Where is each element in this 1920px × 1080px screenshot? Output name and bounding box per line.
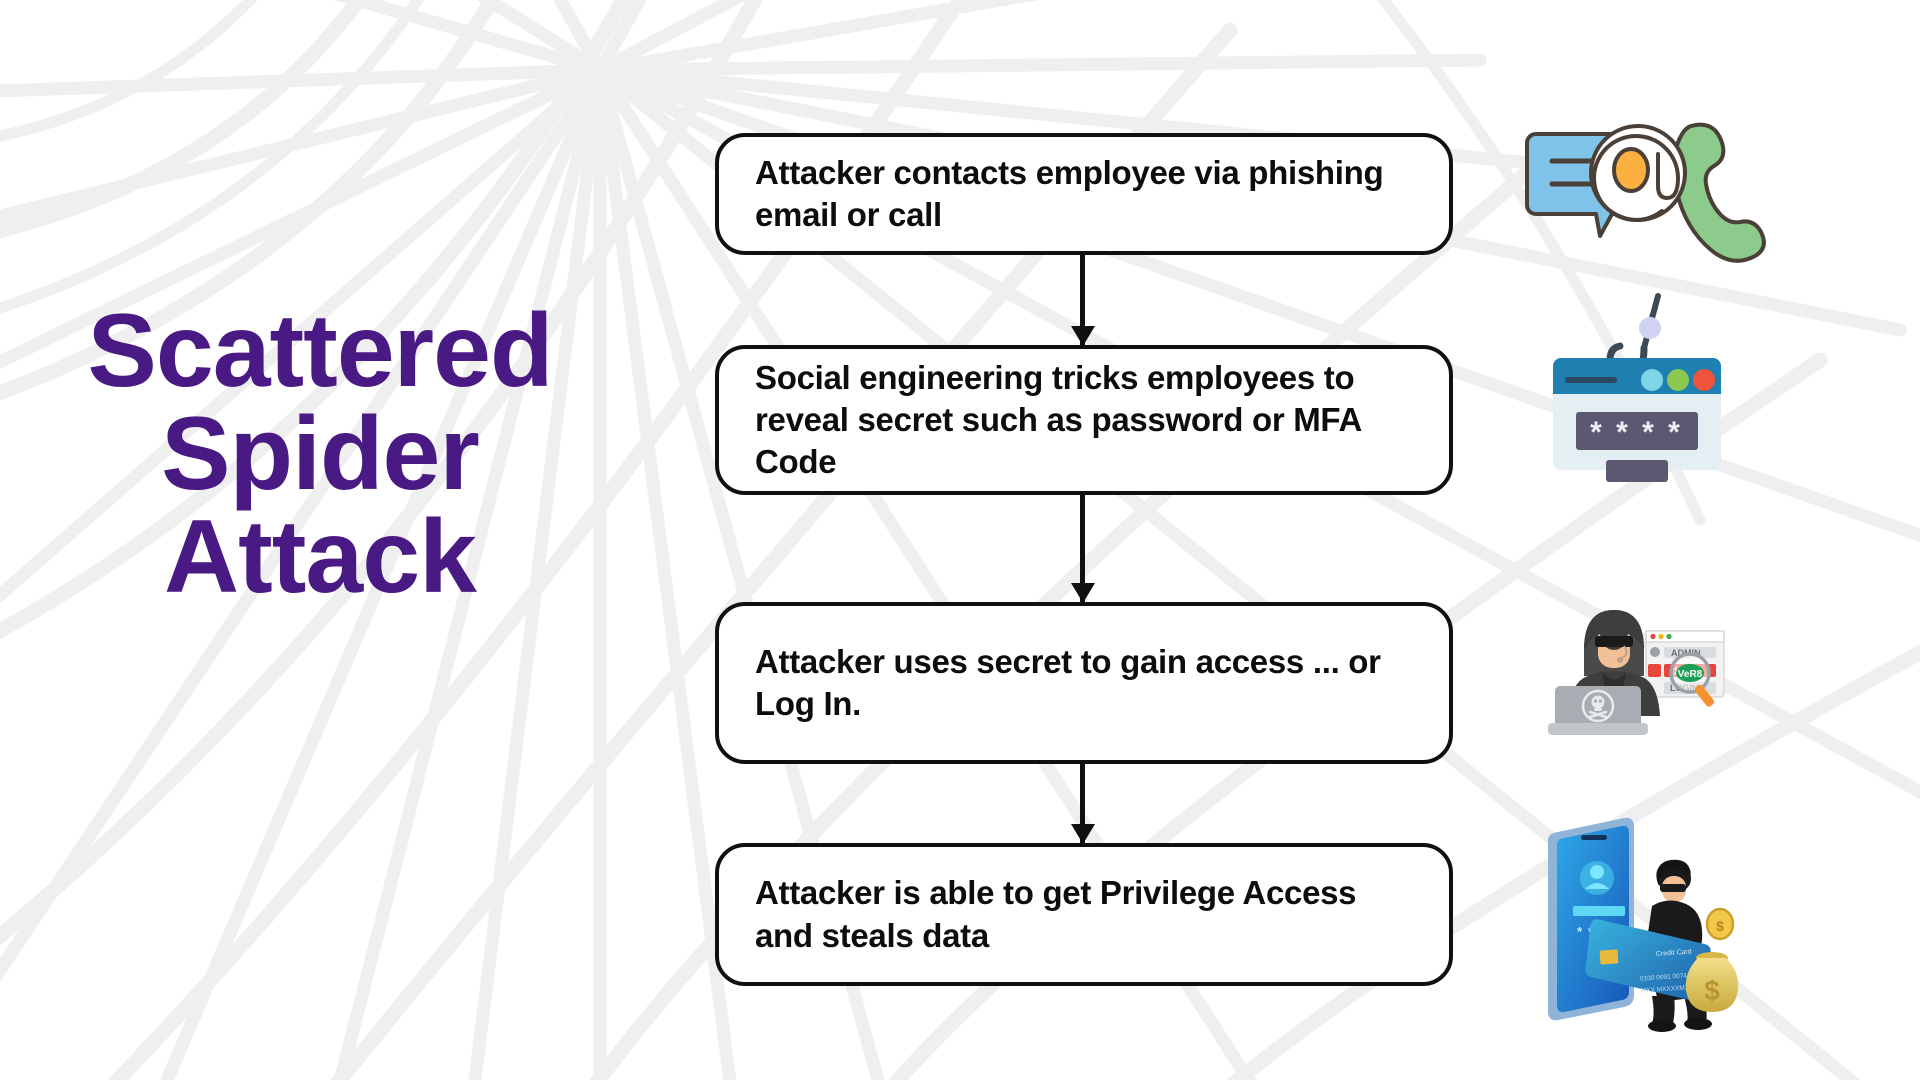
flow-step-1: Attacker contacts employee via phishing … (715, 133, 1453, 255)
svg-text:*: * (1616, 416, 1628, 449)
phishing-email-call-icon (1525, 118, 1766, 263)
down-arrow-icon-2 (1080, 495, 1085, 602)
mobile-data-theft-icon: * * * * Credit Card (1540, 810, 1750, 1032)
page-title: Scattered Spider Attack (0, 293, 640, 615)
phishing-password-browser-icon: * * * * (1540, 290, 1735, 482)
page-title-line-3: Attack (164, 498, 477, 615)
svg-text:*: * (1668, 416, 1680, 449)
page-title-line-2: Spider (161, 395, 480, 512)
hacker-laptop-icon: ADMIN *1** LOGIN VeR8 (1540, 588, 1740, 738)
down-arrow-icon-1 (1080, 255, 1085, 345)
flow-step-4-text: Attacker is able to get Privilege Access… (755, 874, 1357, 954)
page-title-line-1: Scattered (87, 293, 554, 409)
flow-step-1-text: Attacker contacts employee via phishing … (755, 153, 1384, 233)
down-arrow-icon-3 (1080, 764, 1085, 843)
flow-step-2: Social engineering tricks employees to r… (715, 345, 1453, 495)
flow-step-4: Attacker is able to get Privilege Access… (715, 843, 1453, 986)
attack-flow-diagram: Attacker contacts employee via phishing … (715, 0, 1455, 1080)
flow-step-3: Attacker uses secret to gain access ... … (715, 602, 1453, 764)
svg-text:$: $ (1716, 918, 1724, 934)
svg-text:$: $ (1704, 975, 1720, 1006)
svg-text:*: * (1642, 416, 1654, 449)
flow-step-2-text: Social engineering tricks employees to r… (755, 358, 1361, 481)
illustration-column: * * * * ADMIN (1500, 0, 1920, 1080)
flow-step-3-text: Attacker uses secret to gain access ... … (755, 642, 1381, 722)
svg-text:VeR8: VeR8 (1678, 669, 1703, 680)
svg-text:*: * (1590, 416, 1602, 449)
